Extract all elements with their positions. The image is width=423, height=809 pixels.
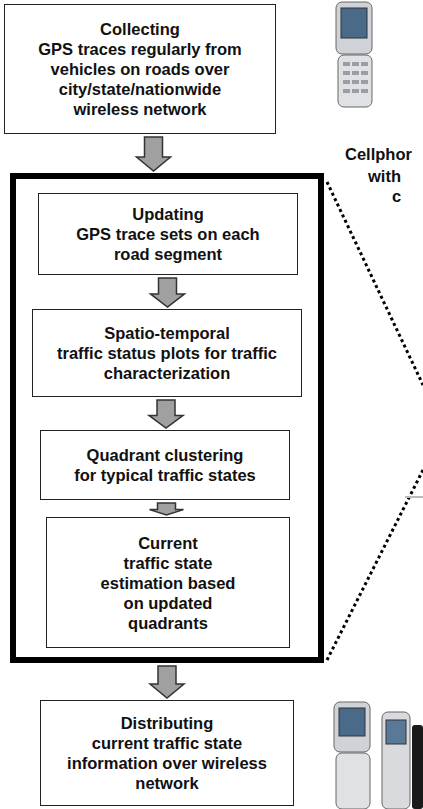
box-text: GPS traces regularly from vehicles on ro… — [29, 39, 251, 119]
block-arrow — [137, 137, 171, 171]
image-caption-text: with — [368, 166, 401, 186]
zoom-line — [327, 182, 423, 385]
box-heading: Updating — [132, 204, 204, 224]
box-heading: Spatio-temporal — [104, 323, 230, 343]
zoom-line — [327, 470, 423, 660]
image-caption-text: c — [392, 186, 401, 206]
block-arrow — [149, 400, 183, 428]
image-caption-text: Cellphor — [345, 144, 412, 164]
block-arrow — [150, 503, 184, 515]
block-arrow — [151, 278, 185, 307]
process-box: Spatio-temporaltraffic status plots for … — [32, 309, 302, 397]
process-box: Currenttraffic state estimation based on… — [46, 517, 290, 648]
process-frame: UpdatingGPS trace sets on each road segm… — [10, 173, 324, 663]
box-text: for typical traffic states — [74, 465, 256, 485]
process-box: UpdatingGPS trace sets on each road segm… — [38, 193, 298, 275]
box-text: traffic state estimation based on update… — [93, 553, 243, 633]
box-heading: Quadrant clustering — [87, 445, 244, 465]
process-box: Quadrant clusteringfor typical traffic s… — [40, 430, 290, 500]
source-box: CollectingGPS traces regularly from vehi… — [4, 4, 276, 134]
image-edge — [405, 496, 423, 498]
box-text: current traffic state information over w… — [67, 733, 267, 793]
cellphone-illustration — [334, 702, 423, 809]
box-heading: Collecting — [100, 19, 180, 39]
block-arrow — [150, 666, 184, 698]
box-heading: Distributing — [121, 713, 214, 733]
box-text: traffic status plots for traffic charact… — [37, 343, 297, 383]
cellphone-illustration — [336, 2, 372, 107]
box-text: GPS trace sets on each road segment — [68, 224, 268, 264]
box-heading: Current — [138, 533, 198, 553]
output-box: Distributingcurrent traffic state inform… — [40, 700, 294, 806]
